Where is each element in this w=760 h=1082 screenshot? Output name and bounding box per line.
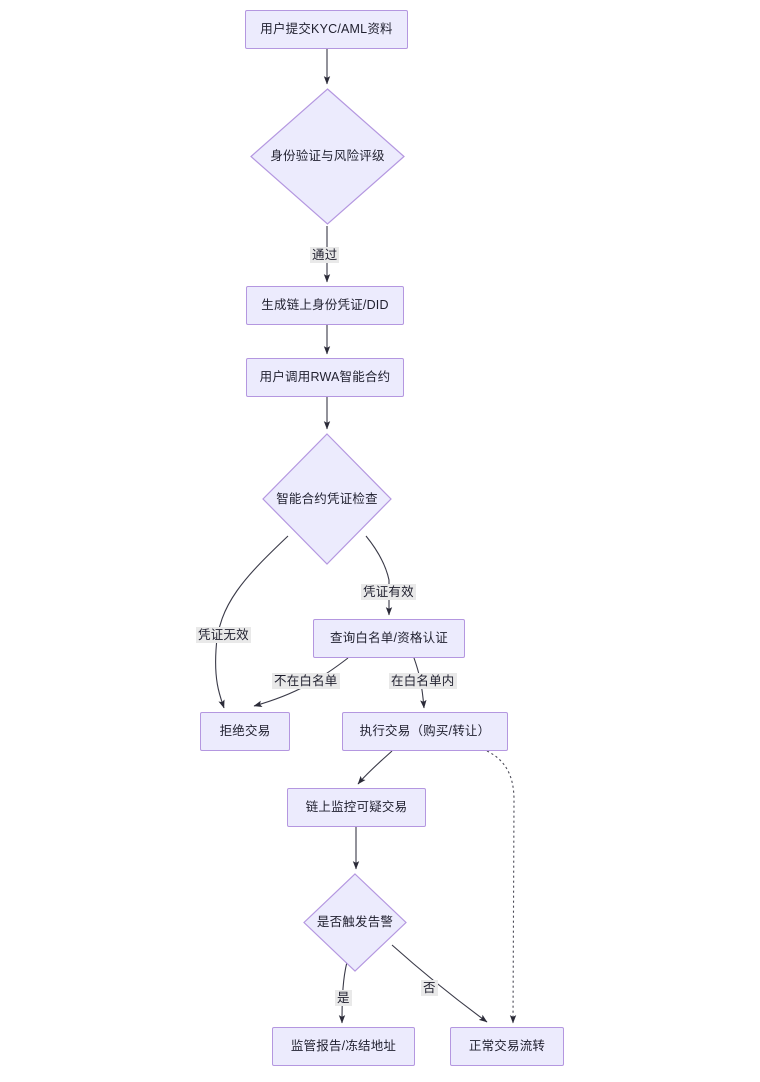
edge-n10-n11 bbox=[338, 961, 348, 1024]
edge-label-yes: 是 bbox=[335, 990, 352, 1007]
edge-n8-n12 bbox=[486, 750, 517, 1024]
edge-n8-n9 bbox=[357, 750, 393, 785]
node-label: 用户提交KYC/AML资料 bbox=[260, 22, 393, 36]
node-label: 查询白名单/资格认证 bbox=[330, 631, 448, 645]
node-whitelist-check[interactable]: 查询白名单/资格认证 bbox=[313, 619, 465, 658]
node-label: 链上监控可疑交易 bbox=[305, 800, 408, 814]
edge-label-credential-valid: 凭证有效 bbox=[361, 584, 416, 601]
node-label: 是否触发告警 bbox=[316, 915, 394, 929]
node-reject-transaction[interactable]: 拒绝交易 bbox=[200, 712, 290, 751]
node-label: 拒绝交易 bbox=[219, 724, 271, 738]
edge-n5-n6 bbox=[365, 535, 393, 616]
edge-label-no: 否 bbox=[421, 980, 438, 997]
node-report-freeze[interactable]: 监管报告/冻结地址 bbox=[272, 1027, 415, 1066]
diamond-shape bbox=[303, 873, 407, 972]
diamond-shape bbox=[250, 88, 405, 225]
node-identity-verification[interactable]: 身份验证与风险评级 bbox=[250, 88, 405, 225]
node-label: 用户调用RWA智能合约 bbox=[259, 370, 391, 384]
edge-label-not-in-whitelist: 不在白名单 bbox=[272, 673, 340, 690]
node-label: 执行交易（购买/转让） bbox=[359, 724, 491, 738]
node-execute-transaction[interactable]: 执行交易（购买/转让） bbox=[342, 712, 508, 751]
node-normal-settlement[interactable]: 正常交易流转 bbox=[450, 1027, 564, 1066]
node-label: 生成链上身份凭证/DID bbox=[261, 298, 389, 312]
edge-n10-n12 bbox=[391, 944, 488, 1023]
node-call-contract[interactable]: 用户调用RWA智能合约 bbox=[246, 358, 404, 397]
node-contract-credential-check[interactable]: 智能合约凭证检查 bbox=[262, 433, 392, 565]
node-issue-did[interactable]: 生成链上身份凭证/DID bbox=[246, 286, 404, 325]
node-label: 身份验证与风险评级 bbox=[270, 149, 385, 163]
node-label: 监管报告/冻结地址 bbox=[290, 1039, 397, 1053]
node-submit-kyc[interactable]: 用户提交KYC/AML资料 bbox=[245, 10, 408, 49]
node-label: 智能合约凭证检查 bbox=[276, 491, 378, 506]
node-label: 正常交易流转 bbox=[468, 1039, 546, 1053]
edge-label-in-whitelist: 在白名单内 bbox=[389, 673, 457, 690]
diamond-shape bbox=[262, 433, 392, 565]
node-onchain-monitoring[interactable]: 链上监控可疑交易 bbox=[287, 788, 426, 827]
edge-label-pass: 通过 bbox=[310, 247, 340, 264]
node-alert-triggered[interactable]: 是否触发告警 bbox=[303, 873, 407, 972]
edge-label-credential-invalid: 凭证无效 bbox=[196, 627, 251, 644]
